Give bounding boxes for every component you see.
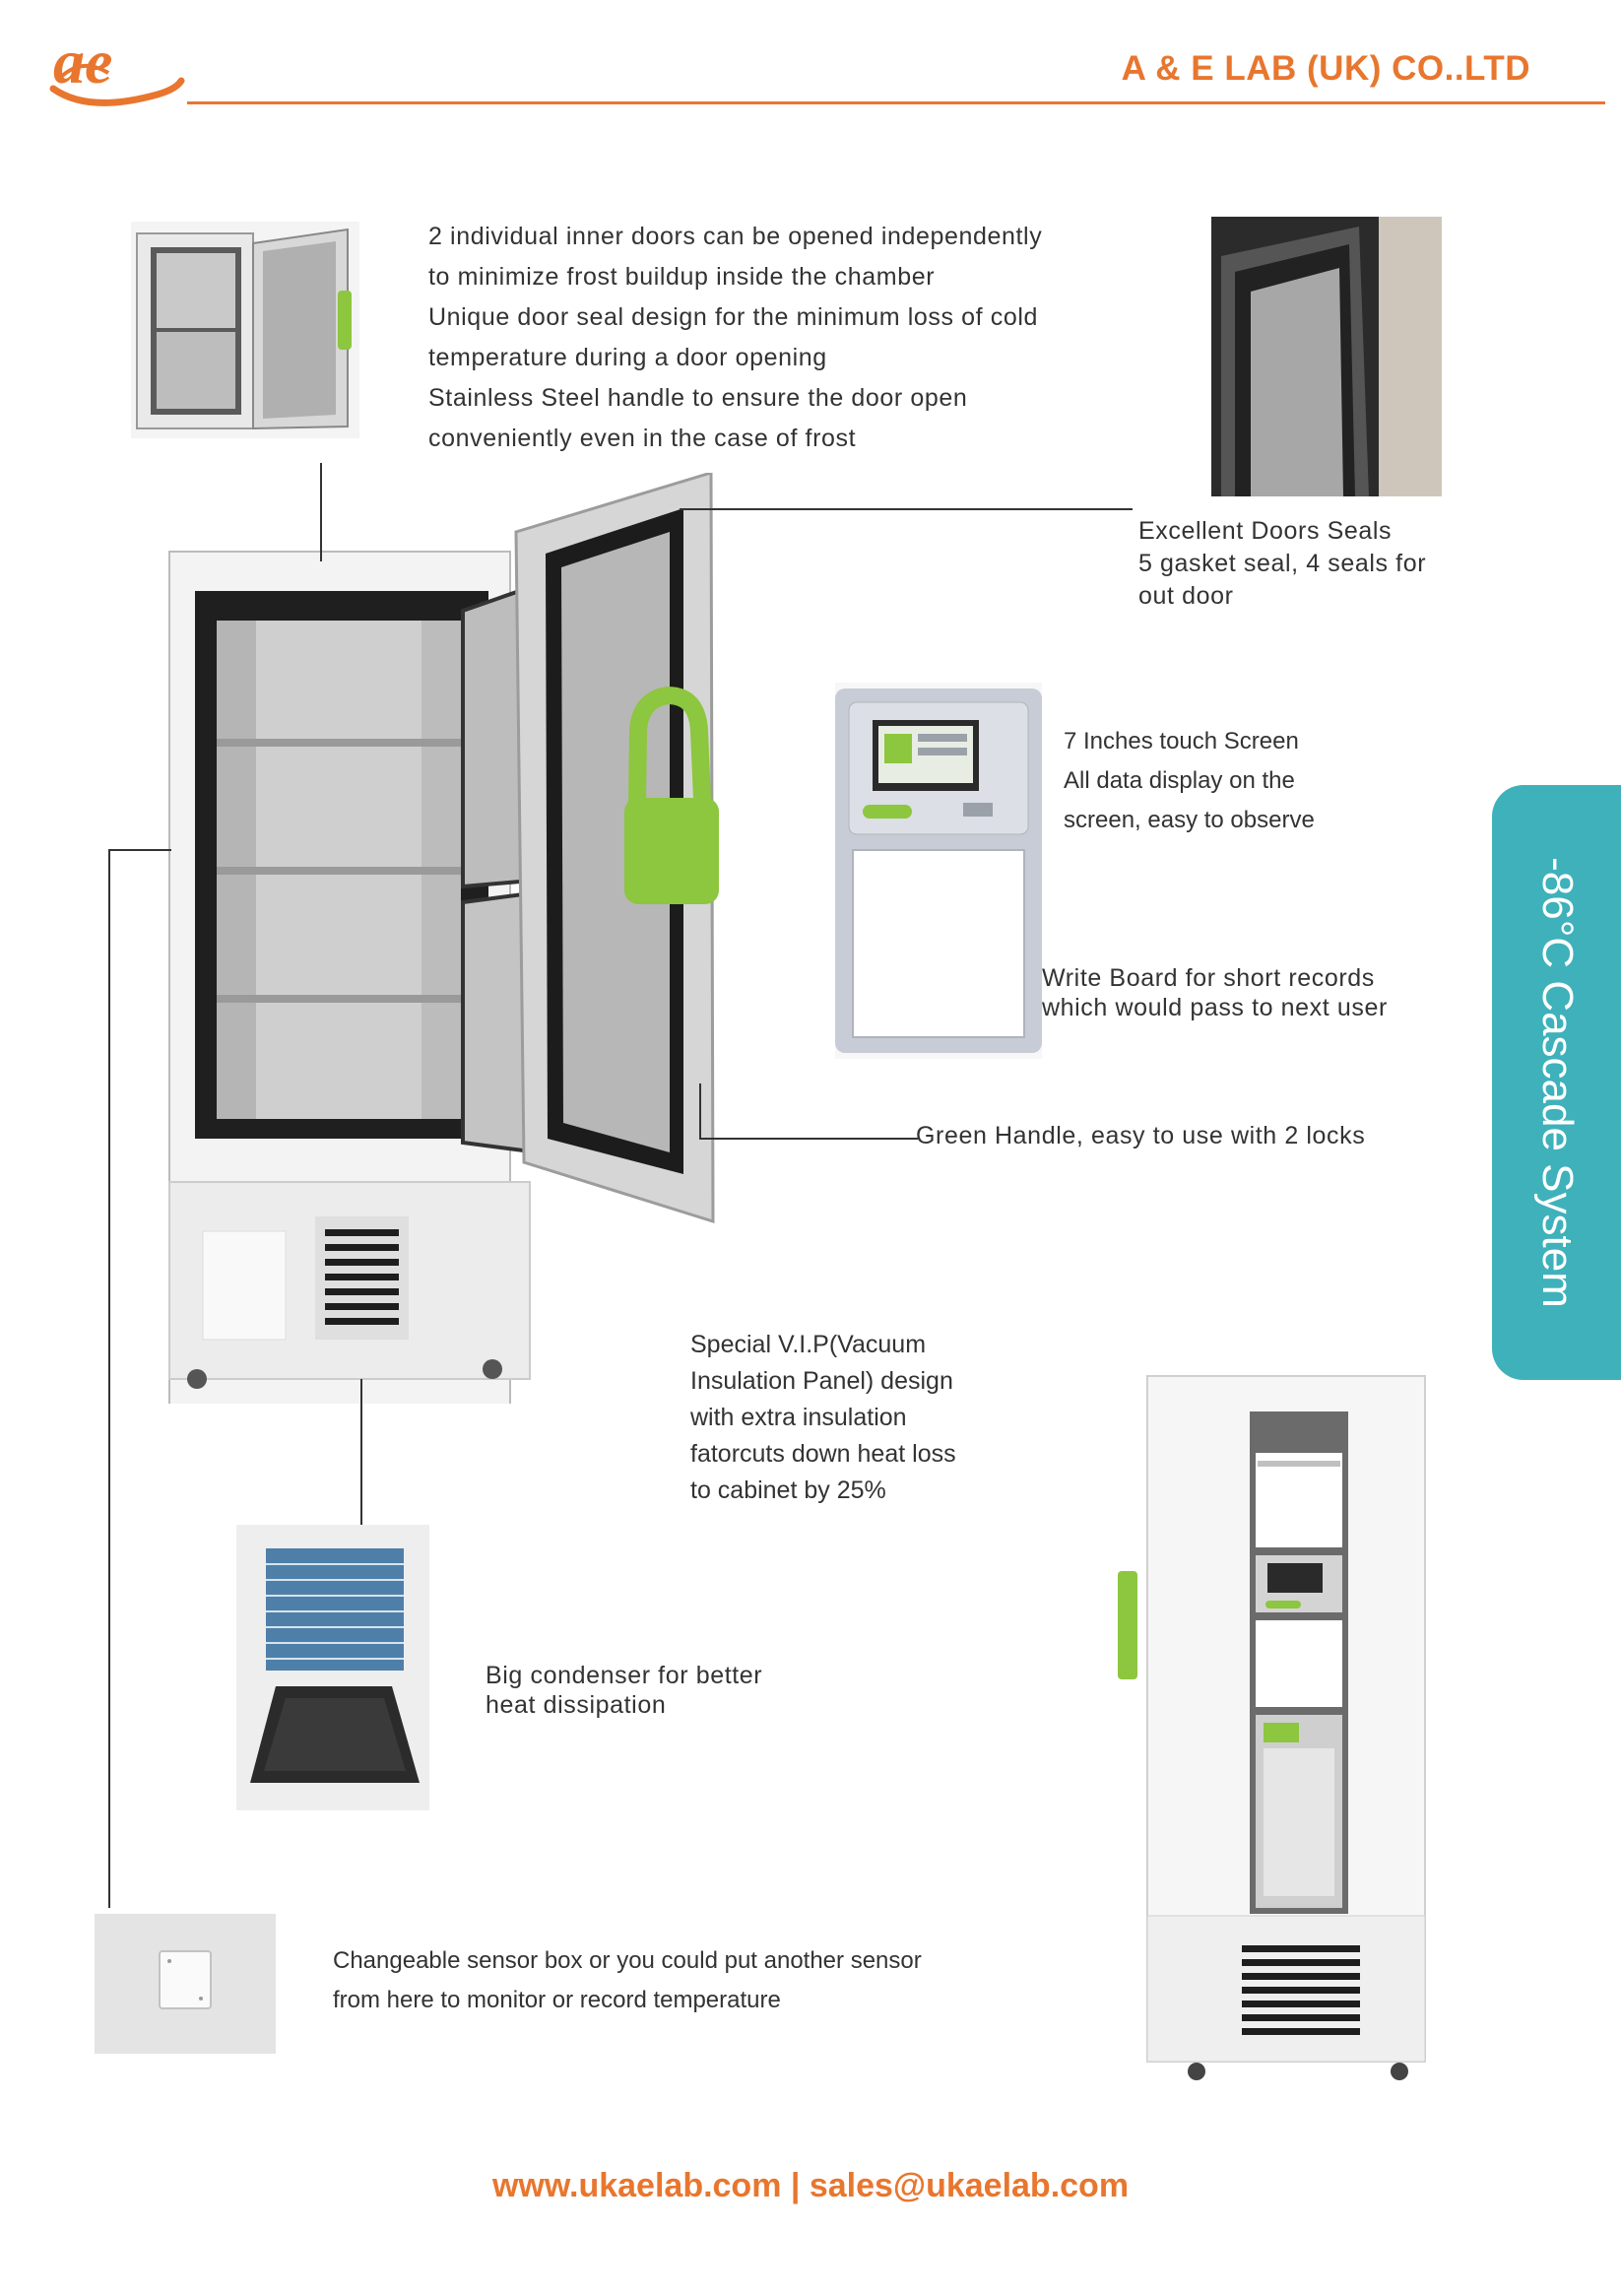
main-freezer-photo (158, 470, 729, 1419)
company-name: A & E LAB (UK) CO..LTD (1121, 49, 1530, 88)
inner-doors-line: temperature during a door opening (428, 344, 827, 371)
sensor-box-photo (95, 1914, 276, 2054)
header-divider (187, 101, 1605, 104)
vip-line: fatorcuts down heat loss (690, 1440, 956, 1468)
condenser-description: Big condenser for better heat dissipatio… (486, 1661, 762, 1720)
condenser-line: heat dissipation (486, 1691, 667, 1719)
touch-screen-line: screen, easy to observe (1064, 807, 1315, 833)
door-seals-line: out door (1138, 582, 1234, 610)
side-tab (1492, 785, 1621, 1380)
connector-line (699, 1138, 918, 1140)
connector-line (320, 463, 322, 561)
sensor-box-description: Changeable sensor box or you could put a… (333, 1941, 922, 2020)
connector-line (108, 849, 171, 851)
touch-screen-line: All data display on the (1064, 767, 1295, 794)
inner-doors-description: 2 individual inner doors can be opened i… (428, 217, 1042, 459)
condenser-line: Big condenser for better (486, 1662, 763, 1689)
inner-doors-line: to minimize frost buildup inside the cha… (428, 263, 936, 291)
vip-description: Special V.I.P(Vacuum Insulation Panel) d… (690, 1327, 956, 1509)
front-freezer-photo (1118, 1374, 1458, 2093)
door-seals-description: Excellent Doors Seals 5 gasket seal, 4 s… (1138, 515, 1426, 613)
connector-line (108, 849, 110, 1908)
green-handle-description: Green Handle, easy to use with 2 locks (916, 1122, 1366, 1149)
touch-screen-description: 7 Inches touch Screen All data display o… (1064, 722, 1315, 840)
inner-doors-photo (131, 222, 359, 438)
inner-doors-line: conveniently even in the case of frost (428, 425, 857, 452)
side-tab-text: -86°C Cascade System (1532, 857, 1582, 1308)
touch-screen-line: 7 Inches touch Screen (1064, 728, 1299, 754)
inner-doors-line: Stainless Steel handle to ensure the doo… (428, 384, 968, 412)
connector-line (360, 1379, 362, 1525)
side-tab-label: -86°C Cascade System (1492, 785, 1621, 1380)
vip-line: Insulation Panel) design (690, 1367, 953, 1395)
write-board-line: Write Board for short records (1042, 964, 1375, 992)
connector-line (699, 1083, 701, 1139)
door-seal-photo (1211, 217, 1442, 496)
company-logo: ae (47, 27, 185, 106)
condenser-photo (236, 1525, 429, 1810)
sensor-box-line: Changeable sensor box or you could put a… (333, 1947, 922, 1974)
write-board-line: which would pass to next user (1042, 994, 1388, 1021)
vip-line: to cabinet by 25% (690, 1476, 886, 1504)
vip-line: with extra insulation (690, 1404, 907, 1431)
vip-line: Special V.I.P(Vacuum (690, 1331, 927, 1358)
door-seals-line: 5 gasket seal, 4 seals for (1138, 550, 1427, 577)
door-seals-line: Excellent Doors Seals (1138, 517, 1393, 545)
connector-line (680, 508, 1133, 510)
write-board-description: Write Board for short records which woul… (1042, 963, 1388, 1022)
inner-doors-line: 2 individual inner doors can be opened i… (428, 223, 1043, 250)
svg-text:ae: ae (53, 28, 112, 97)
footer-contact: www.ukaelab.com | sales@ukaelab.com (491, 2167, 1130, 2204)
inner-doors-line: Unique door seal design for the minimum … (428, 303, 1038, 331)
control-panel-photo (835, 683, 1042, 1059)
sensor-box-line: from here to monitor or record temperatu… (333, 1987, 781, 2013)
